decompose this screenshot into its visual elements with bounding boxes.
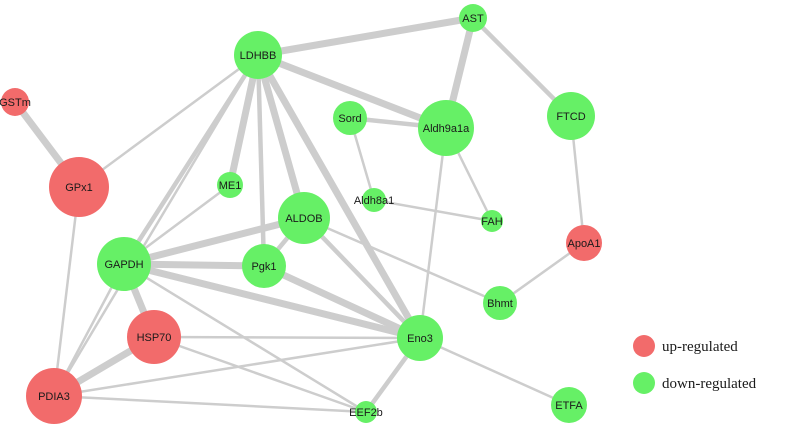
node-bhmt: Bhmt xyxy=(483,286,517,320)
legend-up-regulated-swatch xyxy=(633,335,655,357)
node-pgk1-circle xyxy=(242,244,286,288)
node-aldh9a1a: Aldh9a1a xyxy=(418,100,474,156)
node-me1-circle xyxy=(217,172,243,198)
node-gapdh-label: GAPDH xyxy=(104,259,143,271)
edge-ldhbb-aldob xyxy=(254,51,308,222)
edge-hsp70-eno3 xyxy=(152,335,422,340)
node-gapdh-circle xyxy=(97,237,151,291)
node-sord-label: Sord xyxy=(338,113,361,125)
legend-down-regulated-swatch xyxy=(633,372,655,394)
edge-ldhbb-pgk1 xyxy=(255,52,267,269)
node-gpx1: GPx1 xyxy=(49,157,109,217)
node-eef2b-label: EEF2b xyxy=(349,407,383,419)
edge-aldob-eno3 xyxy=(301,215,423,341)
node-ldhbb-label: LDHBB xyxy=(240,50,277,62)
edge-hsp70-eef2b xyxy=(152,335,368,414)
node-ast: AST xyxy=(459,4,487,32)
node-aldh8a1-circle xyxy=(362,188,386,212)
node-aldh9a1a-label: Aldh9a1a xyxy=(423,123,470,135)
node-eno3: Eno3 xyxy=(397,315,443,361)
node-hsp70-label: HSP70 xyxy=(137,332,172,344)
node-apoa1-label: ApoA1 xyxy=(567,238,600,250)
node-eno3-circle xyxy=(397,315,443,361)
edge-aldob-gapdh xyxy=(120,214,308,268)
node-sord-circle xyxy=(333,101,367,135)
node-eef2b-circle xyxy=(355,401,377,423)
node-aldh9a1a-circle xyxy=(418,100,474,156)
edge-ldhbb-aldh9a1a xyxy=(254,51,450,132)
edge-pdia3-eno3 xyxy=(52,336,422,398)
node-aldob: ALDOB xyxy=(278,192,330,244)
node-eno3-label: Eno3 xyxy=(407,333,433,345)
edge-ldhbb-gpx1 xyxy=(77,53,260,189)
node-aldob-circle xyxy=(278,192,330,244)
edge-gapdh-eno3 xyxy=(120,260,424,342)
node-ldhbb-circle xyxy=(234,31,282,79)
node-me1: ME1 xyxy=(217,172,243,198)
node-ftcd-circle xyxy=(547,92,595,140)
node-etfa-label: ETFA xyxy=(555,400,583,412)
edge-pgk1-eno3 xyxy=(260,262,424,342)
node-hsp70: HSP70 xyxy=(127,310,181,364)
edge-ldhbb-ast xyxy=(254,14,477,59)
node-ast-label: AST xyxy=(462,13,484,25)
edge-pdia3-eef2b xyxy=(52,394,368,414)
node-gstm-circle xyxy=(1,88,29,116)
node-gstm-label: GSTm xyxy=(0,97,31,109)
node-apoa1-circle xyxy=(566,225,602,261)
edge-ldhbb-pdia3 xyxy=(52,53,260,398)
node-gpx1-label: GPx1 xyxy=(65,182,93,194)
node-fah-circle xyxy=(481,210,503,232)
node-ftcd: FTCD xyxy=(547,92,595,140)
node-pdia3: PDIA3 xyxy=(26,368,82,424)
node-hsp70-circle xyxy=(127,310,181,364)
node-ast-circle xyxy=(459,4,487,32)
node-eef2b: EEF2b xyxy=(349,401,383,423)
node-ftcd-label: FTCD xyxy=(556,111,585,123)
legend-up-regulated-label: up-regulated xyxy=(662,339,738,355)
node-gpx1-circle xyxy=(49,157,109,217)
node-aldh8a1-label: Aldh8a1 xyxy=(354,195,394,207)
node-gapdh: GAPDH xyxy=(97,237,151,291)
legend-down-regulated-label: down-regulated xyxy=(662,376,757,392)
node-apoa1: ApoA1 xyxy=(566,225,602,261)
node-pgk1: Pgk1 xyxy=(242,244,286,288)
edge-eno3-etfa xyxy=(418,336,571,407)
node-fah: FAH xyxy=(481,210,503,232)
node-bhmt-label: Bhmt xyxy=(487,298,513,310)
edge-aldh8a1-fah xyxy=(372,198,494,223)
edge-aldob-bhmt xyxy=(302,216,502,305)
node-ldhbb: LDHBB xyxy=(234,31,282,79)
node-pgk1-label: Pgk1 xyxy=(251,261,276,273)
edge-ldhbb-eno3 xyxy=(254,51,424,342)
node-etfa: ETFA xyxy=(551,387,587,423)
node-bhmt-circle xyxy=(483,286,517,320)
edge-ldhbb-gapdh xyxy=(121,52,261,267)
edge-gpx1-pdia3 xyxy=(52,185,81,398)
node-gstm: GSTm xyxy=(0,88,31,116)
node-fah-label: FAH xyxy=(481,216,502,228)
node-pdia3-label: PDIA3 xyxy=(38,391,70,403)
node-aldob-label: ALDOB xyxy=(285,213,322,225)
legend: up-regulated down-regulated xyxy=(633,335,757,394)
node-sord: Sord xyxy=(333,101,367,135)
node-etfa-circle xyxy=(551,387,587,423)
node-aldh8a1: Aldh8a1 xyxy=(354,188,394,212)
edge-aldh9a1a-eno3 xyxy=(418,126,448,340)
node-me1-label: ME1 xyxy=(219,180,242,192)
node-pdia3-circle xyxy=(26,368,82,424)
